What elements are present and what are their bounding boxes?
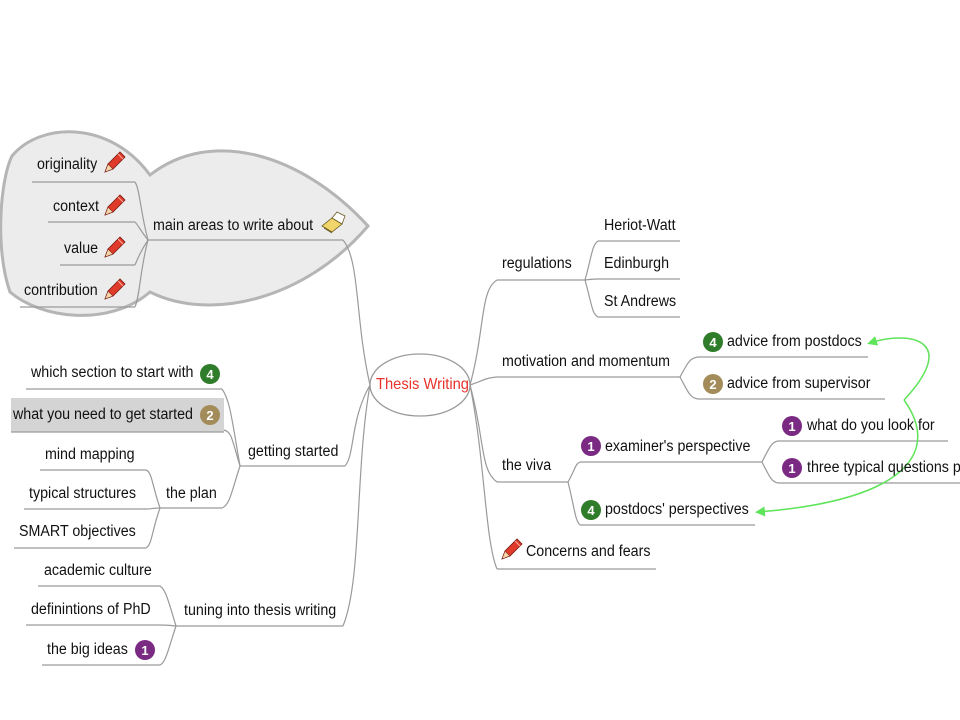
subtopic-advice-postdocs[interactable]: advice from postdocs	[727, 333, 862, 350]
subtopic-the-plan[interactable]: the plan	[166, 485, 217, 502]
relationship-arrow-postdocs	[867, 336, 930, 401]
subtopic-advice-supervisor[interactable]: advice from supervisor	[727, 375, 871, 392]
topic-the-viva[interactable]: the viva	[502, 457, 552, 474]
subtopic-value[interactable]: value	[64, 240, 99, 257]
subtopic-edinburgh[interactable]: Edinburgh	[604, 255, 670, 272]
topic-main-areas[interactable]: main areas to write about	[153, 217, 314, 234]
subtopic-big-ideas[interactable]: the big ideas	[47, 641, 128, 658]
relationship-arrow-postdocs-perspectives	[755, 399, 919, 517]
priority-badge: 2	[200, 405, 220, 425]
subtopic-which-section[interactable]: which section to start with	[31, 364, 194, 381]
priority-badge-number: 2	[206, 408, 213, 423]
priority-badge-number: 1	[788, 461, 795, 476]
priority-badge-number: 2	[709, 377, 716, 392]
subtopic-what-do-you-look-for[interactable]: what do you look for	[807, 417, 935, 434]
subtopic-originality[interactable]: originality	[37, 156, 98, 173]
topic-concerns[interactable]: Concerns and fears	[526, 543, 651, 560]
subtopic-mind-mapping[interactable]: mind mapping	[45, 446, 135, 463]
subtopic-academic-culture[interactable]: academic culture	[44, 562, 152, 579]
priority-badge-number: 4	[206, 367, 214, 382]
priority-badge-number: 1	[141, 643, 148, 658]
eraser-brush-icon	[321, 211, 346, 234]
priority-badge: 1	[581, 436, 601, 456]
subtopic-typical-structures[interactable]: typical structures	[29, 485, 136, 502]
priority-badge-number: 4	[587, 503, 595, 518]
priority-badge: 1	[782, 416, 802, 436]
priority-badge-number: 4	[709, 335, 717, 350]
topic-tuning[interactable]: tuning into thesis writing	[184, 602, 337, 619]
subtopic-what-you-need[interactable]: what you need to get started	[13, 406, 193, 423]
subtopic-postdocs-perspectives[interactable]: postdocs' perspectives	[605, 501, 749, 518]
topic-regulations[interactable]: regulations	[502, 255, 572, 272]
topic-motivation[interactable]: motivation and momentum	[502, 353, 671, 370]
priority-badge: 4	[581, 500, 601, 520]
subtopic-st-andrews[interactable]: St Andrews	[604, 293, 677, 310]
subtopic-context[interactable]: context	[53, 198, 99, 215]
selected-node-highlight	[11, 398, 224, 432]
subtopic-definitions-phd[interactable]: definintions of PhD	[31, 601, 151, 618]
priority-badge-number: 1	[587, 439, 594, 454]
subtopic-contribution[interactable]: contribution	[24, 282, 98, 299]
priority-badge: 1	[782, 458, 802, 478]
pencil-icon	[501, 538, 523, 560]
priority-badge-number: 1	[788, 419, 795, 434]
central-topic[interactable]: Thesis Writing	[376, 376, 469, 393]
subtopic-examiner-perspective[interactable]: examiner's perspective	[605, 438, 751, 455]
priority-badge: 1	[135, 640, 155, 660]
subtopic-three-typical-questions[interactable]: three typical questions p	[807, 459, 960, 476]
subtopic-smart-objectives[interactable]: SMART objectives	[19, 523, 136, 540]
topic-getting-started[interactable]: getting started	[248, 443, 339, 460]
subtopic-heriot-watt[interactable]: Heriot-Watt	[604, 217, 676, 234]
priority-badge: 4	[703, 332, 723, 352]
priority-badge: 4	[200, 364, 220, 384]
branch-lines	[11, 181, 960, 666]
priority-badge: 2	[703, 374, 723, 394]
main-areas-boundary	[0, 130, 371, 317]
